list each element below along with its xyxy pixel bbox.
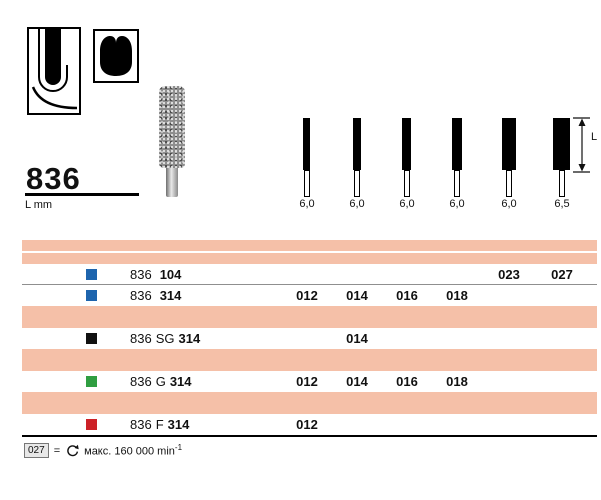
size-value: 023	[498, 267, 520, 282]
color-swatch	[86, 376, 97, 387]
product-code: 314	[159, 288, 182, 303]
bur-on-surface-icon	[31, 29, 78, 110]
bur-photo-shank	[166, 168, 178, 197]
size-value: 018	[446, 288, 468, 303]
product-prefix: 836	[130, 267, 152, 282]
bur-silhouette-shaft	[506, 170, 512, 197]
bur-silhouette-shaft	[454, 170, 460, 197]
cylinder-cross-section-icon	[100, 36, 132, 76]
size-value: 012	[296, 374, 318, 389]
length-values-row: 6,0 6,0 6,0 6,0 6,0 6,5	[22, 198, 597, 212]
application-pictogram	[27, 27, 81, 115]
color-swatch	[86, 419, 97, 430]
bur-silhouette-head	[452, 118, 462, 170]
color-swatch	[86, 269, 97, 280]
figure-number: 836	[26, 161, 81, 196]
size-value: 027	[551, 267, 573, 282]
length-dimension-label: L	[591, 131, 598, 143]
product-table: 836 104 023 027 836 314 012 014 016 018	[22, 240, 597, 437]
bur-silhouette-head	[553, 118, 570, 170]
product-prefix: 836	[130, 417, 152, 432]
band	[22, 306, 597, 328]
product-label: 836 104	[130, 267, 181, 282]
product-code: 104	[159, 267, 182, 282]
length-value: 6,0	[299, 198, 315, 210]
rotation-speed-icon	[67, 444, 79, 456]
length-value: 6,0	[449, 198, 465, 210]
bur-silhouette-head	[502, 118, 516, 170]
product-prefix: 836	[130, 374, 152, 389]
band	[22, 240, 597, 251]
size-value: 016	[396, 288, 418, 303]
size-value: 012	[296, 288, 318, 303]
bur-silhouette-head	[353, 118, 361, 170]
product-code: 314	[167, 417, 190, 432]
band	[22, 253, 597, 264]
bur-silhouette-head	[402, 118, 411, 170]
length-value: 6,0	[399, 198, 415, 210]
product-code: 314	[178, 331, 201, 346]
footnote-code: 027	[24, 443, 49, 458]
table-row: 836 314 012 014 016 018	[22, 285, 597, 306]
size-value: 014	[346, 288, 368, 303]
size-value: 012	[296, 417, 318, 432]
size-value: 014	[346, 331, 368, 346]
color-swatch	[86, 333, 97, 344]
product-prefix: 836	[130, 288, 152, 303]
bur-silhouette-head	[303, 118, 310, 170]
size-value: 016	[396, 374, 418, 389]
product-variant: SG	[155, 331, 175, 346]
bur-silhouette-shaft	[304, 170, 310, 197]
bur-silhouette-shaft	[559, 170, 565, 197]
length-dimension-arrow-icon	[573, 117, 590, 173]
head-shape-pictogram	[93, 29, 139, 83]
divider	[25, 193, 139, 196]
band-gap	[22, 251, 597, 253]
footnote: 027 = макс. 160 000 min-1	[24, 443, 182, 458]
band	[22, 349, 597, 371]
product-code: 314	[169, 374, 192, 389]
length-value: 6,0	[349, 198, 365, 210]
table-row: 836 104 023 027	[22, 264, 597, 285]
length-value: 6,0	[501, 198, 517, 210]
size-value: 018	[446, 374, 468, 389]
bur-silhouette-shaft	[354, 170, 360, 197]
product-prefix: 836	[130, 331, 152, 346]
max-speed-text: макс. 160 000 min-1	[84, 443, 182, 458]
length-unit-label: L mm	[25, 199, 53, 211]
bur-silhouette-shaft	[404, 170, 410, 197]
band	[22, 392, 597, 414]
max-speed-value: макс. 160 000 min	[84, 445, 175, 458]
product-variant: F	[155, 417, 164, 432]
product-label: 836 314	[130, 288, 181, 303]
color-swatch	[86, 290, 97, 301]
size-value: 014	[346, 374, 368, 389]
max-speed-exponent: -1	[174, 443, 183, 453]
table-bottom-rule	[22, 435, 597, 437]
length-value: 6,5	[554, 198, 570, 210]
bur-photo-head	[159, 86, 185, 168]
product-variant: G	[155, 374, 166, 389]
equals-sign: =	[53, 444, 61, 457]
